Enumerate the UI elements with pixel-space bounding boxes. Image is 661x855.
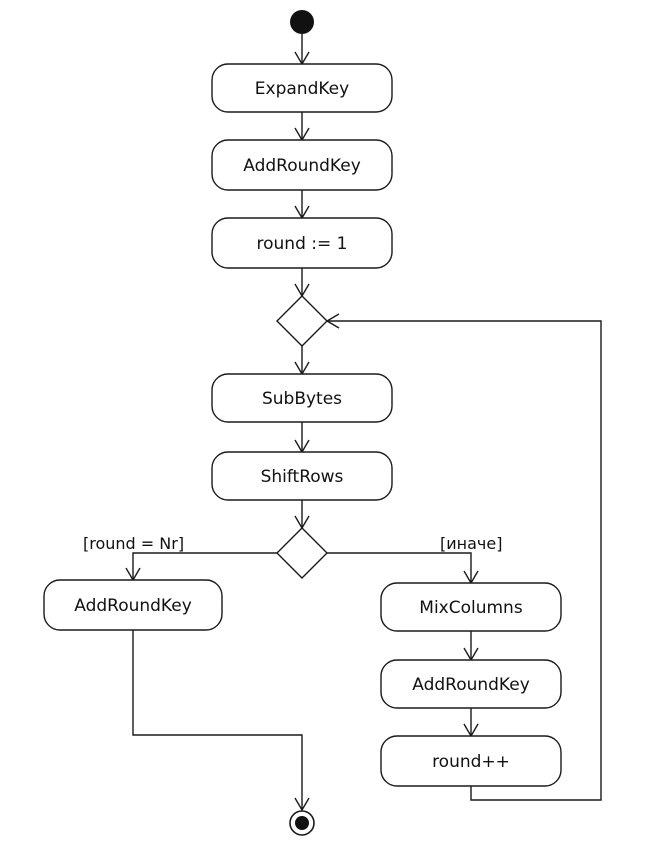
action-addroundkey-final: AddRoundKey [43, 579, 223, 631]
guard-final: [round = Nr] [83, 534, 184, 553]
flow-loop-back [327, 320, 602, 801]
flow-decision-to-final-addroundkey [132, 552, 277, 580]
action-label: ShiftRows [261, 467, 344, 487]
action-mixcolumns: MixColumns [380, 582, 562, 632]
initial-node [290, 10, 314, 34]
action-addroundkey-initial: AddRoundKey [211, 139, 393, 191]
arrowhead [294, 797, 310, 812]
action-round-init: round := 1 [211, 217, 393, 269]
action-label: SubBytes [262, 389, 342, 409]
action-subbytes: SubBytes [211, 373, 393, 423]
action-addroundkey-loop: AddRoundKey [380, 659, 562, 709]
final-node [289, 810, 315, 836]
action-label: round++ [432, 752, 510, 772]
action-label: round := 1 [257, 234, 348, 254]
action-shiftrows: ShiftRows [211, 451, 393, 501]
action-label: ExpandKey [255, 79, 349, 99]
flow-to-final-node [132, 630, 303, 810]
merge-node [276, 295, 328, 347]
action-label: AddRoundKey [243, 156, 361, 176]
guard-otherwise: [иначе] [440, 534, 502, 553]
flow-lines [132, 34, 602, 810]
action-label: AddRoundKey [74, 596, 192, 616]
action-label: AddRoundKey [412, 675, 530, 695]
flow-decision-to-mixcolumns [327, 552, 472, 583]
action-expandkey: ExpandKey [211, 63, 393, 113]
decision-node [276, 527, 328, 579]
action-label: MixColumns [419, 598, 523, 618]
action-round-increment: round++ [380, 735, 562, 787]
